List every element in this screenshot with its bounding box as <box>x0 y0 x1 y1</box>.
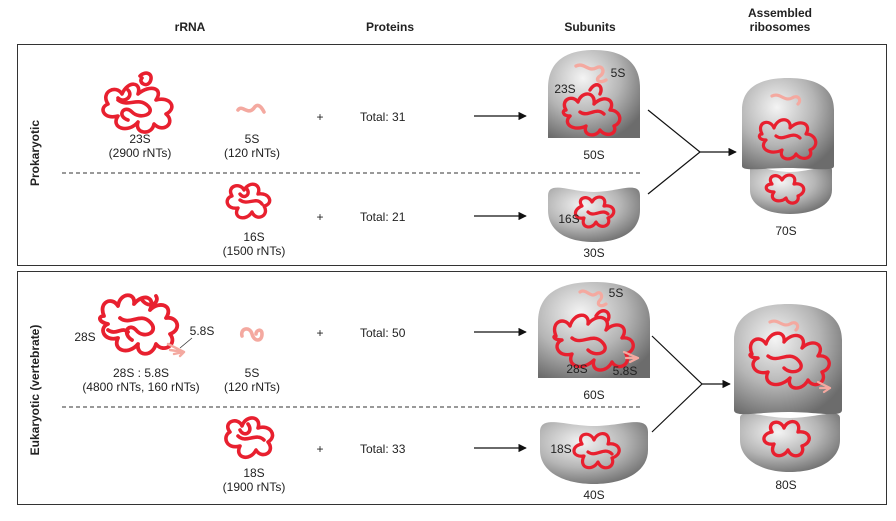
label-5s-name: 5S <box>244 132 260 146</box>
ribosome-80s <box>734 304 842 472</box>
header-assembled-ribosomes: Assembled ribosomes <box>720 6 840 34</box>
subunit-60s-5-8s-label: 5.8S <box>612 364 638 378</box>
label-16s-name: 16S <box>243 230 265 244</box>
subunit-60s <box>538 282 650 378</box>
subunit-50s-23s-label: 23S <box>554 82 576 96</box>
label-5s-euk-size: (120 rNTs) <box>223 380 280 394</box>
label-16s: 16S (1500 rNTs) <box>214 230 294 258</box>
subunit-40s <box>540 422 648 484</box>
label-60s: 60S <box>583 388 605 402</box>
label-5s-size: (120 rNTs) <box>223 146 280 160</box>
label-80s: 80S <box>775 478 797 492</box>
header-rrna: rRNA <box>174 20 206 34</box>
label-28s-5-8s-name: 28S : 5.8S <box>112 366 170 380</box>
label-18s-name: 18S <box>243 466 265 480</box>
ribosome-70s <box>742 78 834 214</box>
plus-50s: + <box>316 110 324 124</box>
header-proteins: Proteins <box>365 20 414 34</box>
proteins-30s: Total: 21 <box>360 210 406 224</box>
plus-60s: + <box>316 326 324 340</box>
header-ribosomes: ribosomes <box>749 20 811 34</box>
label-5s-euk: 5S (120 rNTs) <box>212 366 292 394</box>
label-70s: 70S <box>775 224 797 238</box>
header-subunits: Subunits <box>564 20 616 34</box>
subunit-60s-28s-label: 28S <box>566 362 588 376</box>
subunit-60s-5s-label: 5S <box>608 286 624 300</box>
5-8s-pointer <box>179 337 193 349</box>
subunit-50s-5s-label: 5S <box>610 66 626 80</box>
rna-5s-euk-coil <box>239 327 264 342</box>
plus-30s: + <box>316 210 324 224</box>
label-5s-euk-name: 5S <box>244 366 260 380</box>
label-50s: 50S <box>583 148 605 162</box>
label-18s: 18S (1900 rNTs) <box>214 466 294 494</box>
label-28s-5-8s-size: (4800 rNTs, 160 rNTs) <box>82 380 200 394</box>
rna-28s-coil <box>98 293 180 356</box>
label-40s: 40S <box>583 488 605 502</box>
subunit-30s-16s-label: 16S <box>558 212 580 226</box>
merge-lines-eukaryotic <box>651 335 703 433</box>
label-23s-size: (2900 rNTs) <box>108 146 172 160</box>
label-16s-size: (1500 rNTs) <box>222 244 286 258</box>
merge-lines-prokaryotic <box>647 109 701 195</box>
rna-5s-coil <box>236 103 266 114</box>
subunit-30s <box>548 187 640 242</box>
label-23s-name: 23S <box>129 132 151 146</box>
label-18s-size: (1900 rNTs) <box>222 480 286 494</box>
rna-16s-coil <box>225 182 272 220</box>
rna-5-8s-fan <box>166 342 186 358</box>
header-assembled: Assembled <box>747 6 813 20</box>
proteins-40s: Total: 33 <box>360 442 406 456</box>
subunit-50s <box>548 50 640 138</box>
subunit-40s-18s-label: 18S <box>550 442 572 456</box>
proteins-60s: Total: 50 <box>360 326 406 340</box>
label-5s: 5S (120 rNTs) <box>212 132 292 160</box>
label-28s-left: 28S <box>74 330 96 344</box>
label-28s-5-8s: 28S : 5.8S (4800 rNTs, 160 rNTs) <box>66 366 216 394</box>
rna-23s-coil <box>101 71 174 134</box>
label-5-8s: 5.8S <box>189 324 215 338</box>
label-30s: 30S <box>583 246 605 260</box>
label-23s: 23S (2900 rNTs) <box>100 132 180 160</box>
proteins-50s: Total: 31 <box>360 110 406 124</box>
plus-40s: + <box>316 442 324 456</box>
rna-18s-coil <box>224 416 275 459</box>
